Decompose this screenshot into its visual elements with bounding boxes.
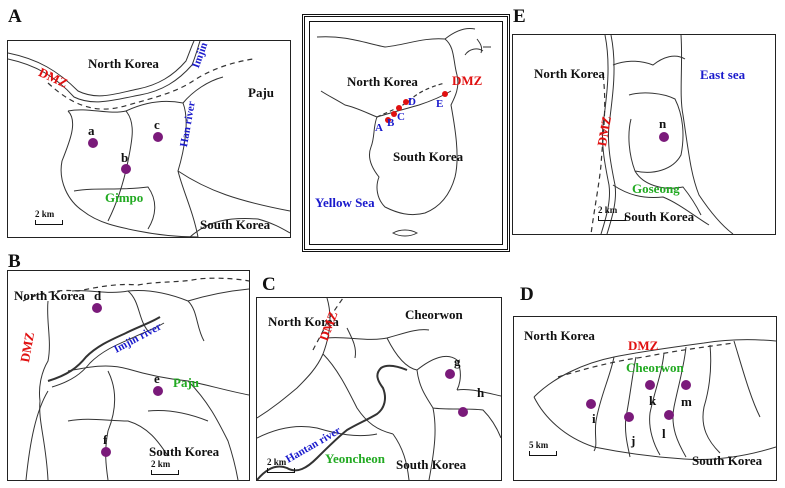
site-f-label: f: [103, 432, 108, 447]
site-m-marker: [681, 380, 691, 390]
panel-a-map: North Korea DMZ Imjin river Paju Han riv…: [7, 40, 291, 238]
panel-d-scale-text: 5 km: [529, 440, 549, 450]
site-h-marker: [458, 407, 468, 417]
panel-a-gimpo-label: Gimpo: [105, 190, 144, 205]
site-j-marker: [624, 412, 634, 422]
panel-b-map: North Korea DMZ Imjin river Paju South K…: [7, 270, 250, 481]
panel-d-lines: [533, 339, 776, 460]
panel-d-map: North Korea DMZ Cheorwon South Korea i j…: [513, 316, 777, 481]
overview-site-c-letter: C: [397, 111, 405, 123]
panel-d-south-korea-label: South Korea: [692, 453, 763, 468]
panel-c-south-korea-label: South Korea: [396, 457, 467, 472]
site-k-marker: [645, 380, 655, 390]
panel-d-scale-bar: 5 km: [529, 440, 557, 456]
overview-site-a-letter: A: [375, 122, 383, 134]
panel-e-north-korea-text: North Korea: [534, 66, 605, 81]
panel-d-cheorwon-label: Cheorwon: [626, 360, 684, 375]
panel-b-letter: B: [8, 251, 21, 272]
panel-a-scale-bar: 2 km: [35, 209, 63, 225]
panel-e-east-sea-label: East sea: [700, 67, 746, 82]
panel-a-lines: [8, 41, 290, 237]
panel-a-south-korea-label: South Korea: [200, 217, 271, 232]
site-n-marker: [659, 132, 669, 142]
panel-e-map: North Korea East sea DMZ Goseong South K…: [512, 34, 776, 235]
panel-a-scale-text: 2 km: [35, 209, 55, 219]
overview-north-korea-label: North Korea: [347, 74, 418, 89]
panel-c-yeoncheon-label: Yeoncheon: [325, 451, 385, 466]
panel-e-scale-bar: 2 km: [598, 205, 626, 221]
panel-b-lines: [22, 277, 249, 480]
site-h-label: h: [477, 385, 485, 400]
panel-a-letter: A: [8, 6, 22, 27]
site-c-label: c: [154, 117, 160, 132]
overview-yellow-sea-label: Yellow Sea: [315, 195, 375, 210]
panel-a-north-korea-label: North Korea: [88, 56, 159, 71]
site-l-label: l: [662, 426, 666, 441]
panel-c-scale-text: 2 km: [267, 457, 287, 467]
site-g-label: g: [454, 354, 461, 369]
panel-b-north-korea-label: North Korea: [14, 288, 85, 303]
panel-b-paju-label: Paju: [173, 375, 199, 390]
overview-site-b-letter: B: [387, 117, 395, 129]
overview-site-e-marker: [442, 91, 448, 97]
panel-a-paju-label: Paju: [248, 85, 274, 100]
panel-b-scale-text: 2 km: [151, 459, 171, 469]
site-d-label: d: [94, 288, 102, 303]
site-k-label: k: [649, 393, 657, 408]
panel-e-goseong-label: Goseong: [632, 181, 680, 196]
overview-site-d-letter: D: [408, 96, 416, 108]
panel-e-scale-text: 2 km: [598, 205, 618, 215]
site-e-label: e: [154, 371, 160, 386]
panel-c-map: North Korea DMZ Cheorwon Hantan river Ye…: [256, 297, 502, 481]
overview-dmz-label: DMZ: [452, 73, 483, 88]
site-b-label: b: [121, 150, 129, 165]
panel-e-lines: [590, 35, 734, 234]
overview-south-korea-label: South Korea: [393, 149, 464, 164]
site-m-label: m: [681, 394, 692, 409]
site-g-marker: [445, 369, 455, 379]
overview-site-e-letter: E: [436, 98, 444, 110]
panel-e-letter: E: [513, 6, 526, 27]
site-l-marker: [664, 410, 674, 420]
site-j-label: j: [631, 433, 636, 448]
site-d-marker: [92, 303, 102, 313]
site-b-marker: [121, 164, 131, 174]
overview-site-b-marker: [391, 111, 397, 117]
overview-map-outline: [316, 28, 491, 237]
panel-e-south-korea-label: South Korea: [624, 209, 695, 224]
panel-b-south-korea-label: South Korea: [149, 444, 220, 459]
panel-b-scale-bar: 2 km: [151, 459, 179, 475]
overview-site-c-marker: [396, 105, 402, 111]
site-n-label: n: [659, 116, 667, 131]
panel-d-dmz-label: DMZ: [628, 338, 659, 353]
overview-map-frame: North Korea DMZ South Korea Yellow Sea A…: [302, 14, 510, 252]
site-e-marker: [153, 386, 163, 396]
site-f-marker: [101, 447, 111, 457]
panel-d-letter: D: [520, 284, 534, 305]
overview-site-a-marker: [385, 117, 391, 123]
overview-site-d-marker: [403, 99, 409, 105]
panel-c-lines: [257, 298, 501, 480]
panel-e-north-korea-label: North Korea: [534, 67, 605, 81]
site-c-marker: [153, 132, 163, 142]
panel-c-north-korea-label: North Korea: [268, 314, 339, 329]
panel-c-letter: C: [262, 274, 276, 295]
panel-c-scale-bar: 2 km: [267, 457, 295, 473]
site-i-label: i: [592, 411, 596, 426]
site-a-label: a: [88, 123, 95, 138]
site-i-marker: [586, 399, 596, 409]
site-a-marker: [88, 138, 98, 148]
panel-d-north-korea-label: North Korea: [524, 328, 595, 343]
panel-c-cheorwon-label: Cheorwon: [405, 307, 463, 322]
